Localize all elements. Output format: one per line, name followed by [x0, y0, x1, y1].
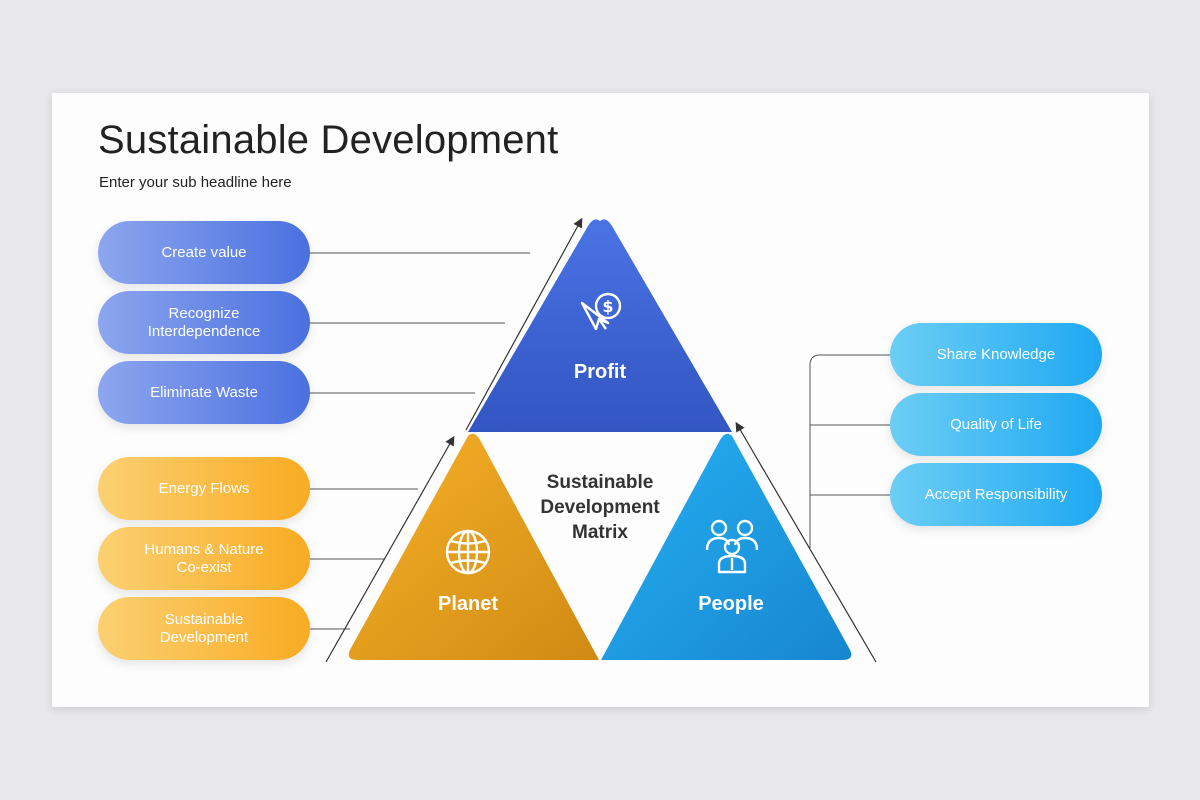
- pill-label: Quality of Life: [950, 415, 1042, 433]
- dollar-cursor-icon: $: [580, 292, 622, 331]
- pill-quality-of-life: Quality of Life: [890, 393, 1102, 456]
- pill-label: Recognize Interdependence: [147, 304, 261, 340]
- pill-humans-nature: Humans & Nature Co-exist: [98, 527, 310, 590]
- pill-accept-responsibility: Accept Responsibility: [890, 463, 1102, 526]
- planet-label: Planet: [437, 593, 499, 615]
- connector-right-spine: [809, 354, 892, 548]
- pill-sustainable-development: Sustainable Development: [98, 597, 310, 660]
- team-icon: [705, 519, 759, 574]
- page-title: Sustainable Development: [98, 118, 559, 162]
- triangle-profit: [468, 219, 732, 432]
- people-label: People: [698, 593, 764, 615]
- page-subtitle: Enter your sub headline here: [99, 174, 292, 191]
- pill-label: Accept Responsibility: [924, 485, 1068, 503]
- pill-create-value: Create value: [98, 221, 310, 284]
- triangle-planet: [348, 433, 599, 660]
- pill-label: Humans & Nature Co-exist: [144, 540, 264, 576]
- right-connectors: [809, 354, 892, 548]
- arrow-guides: [325, 217, 877, 663]
- pill-share-knowledge: Share Knowledge: [890, 323, 1102, 386]
- pill-label: Sustainable Development: [159, 610, 249, 646]
- pill-label: Create value: [161, 243, 247, 261]
- matrix-center-label: Sustainable Development Matrix: [540, 472, 660, 543]
- pill-energy-flows: Energy Flows: [98, 457, 310, 520]
- profit-label: Profit: [573, 361, 627, 383]
- svg-text:$: $: [602, 297, 613, 316]
- pill-label: Eliminate Waste: [150, 383, 258, 401]
- arrow-profit: [465, 217, 583, 431]
- pill-recognize-interdependence: Recognize Interdependence: [98, 291, 310, 354]
- arrow-planet: [325, 435, 455, 663]
- pill-label: Energy Flows: [158, 479, 250, 497]
- pill-label: Share Knowledge: [936, 345, 1056, 363]
- left-connectors: [310, 252, 530, 630]
- pill-eliminate-waste: Eliminate Waste: [98, 361, 310, 424]
- globe-icon: [445, 529, 491, 575]
- arrow-people: [735, 421, 877, 663]
